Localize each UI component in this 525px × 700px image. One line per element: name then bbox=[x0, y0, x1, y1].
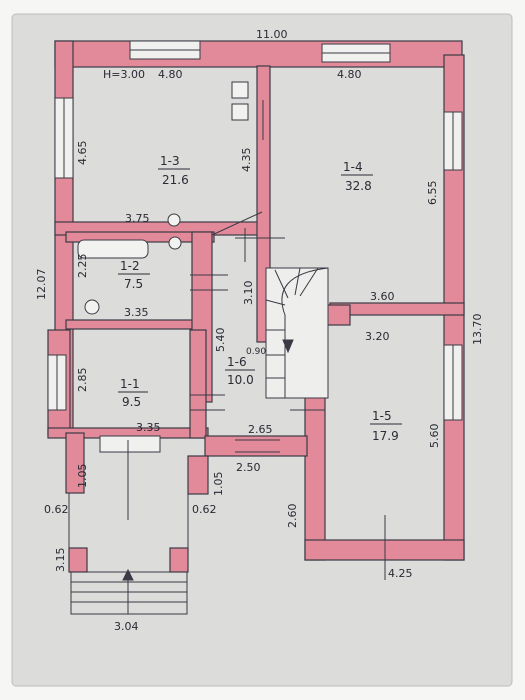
stair-tread-3 bbox=[294, 267, 301, 296]
dim-hall-bottom: 2.65 bbox=[248, 423, 273, 436]
dim-room-1-1-bottom: 3.35 bbox=[136, 421, 161, 434]
dim-overall-length-left: 12.07 bbox=[35, 269, 48, 301]
staircase bbox=[265, 267, 329, 399]
wall-porch-right bbox=[169, 547, 189, 573]
sink bbox=[168, 236, 182, 250]
dim-entry-bottom: 2.50 bbox=[236, 461, 261, 474]
room-labels: 1-3 21.6 1-4 32.8 1-2 7.5 1-6 10.0 1-1 9… bbox=[118, 154, 402, 443]
dim-overall-width: 11.00 bbox=[256, 28, 288, 41]
dim-left-room-side: 4.65 bbox=[76, 141, 89, 166]
room-id-1-1: 1-1 bbox=[120, 377, 140, 391]
toilet bbox=[84, 299, 100, 315]
dim-top-right-wall: 4.80 bbox=[337, 68, 362, 81]
diagonal-hall bbox=[211, 211, 263, 236]
room-id-1-3: 1-3 bbox=[160, 154, 180, 168]
wall-1-1-right bbox=[189, 329, 207, 439]
room-area-1-1: 9.5 bbox=[122, 395, 141, 409]
wall-entry-left bbox=[65, 432, 85, 494]
stair-arrow bbox=[282, 339, 294, 354]
dim-stair-side: 3.10 bbox=[242, 281, 255, 306]
dim-wall-offset-right: 0.62 bbox=[192, 503, 217, 516]
window-entry bbox=[99, 435, 161, 453]
room-id-1-5: 1-5 bbox=[372, 409, 392, 423]
dim-stair-gap: 0.90 bbox=[246, 347, 266, 357]
room-area-1-3: 21.6 bbox=[162, 173, 189, 187]
stair-tread-2 bbox=[274, 269, 289, 299]
bath-fixtures bbox=[77, 81, 249, 315]
dim-entry-side-right: 1.05 bbox=[212, 472, 225, 497]
room-area-1-6: 10.0 bbox=[227, 373, 254, 387]
room-area-1-4: 32.8 bbox=[345, 179, 372, 193]
dim-wall-offset-left: 0.62 bbox=[44, 503, 69, 516]
dim-bath-bottom: 3.35 bbox=[124, 306, 149, 319]
wall-top bbox=[54, 40, 463, 68]
porch-steps bbox=[70, 568, 188, 615]
wall-bath-bottom bbox=[65, 319, 197, 330]
dim-overall-length-right: 13.70 bbox=[471, 314, 484, 346]
dim-room-1-5-width: 4.25 bbox=[388, 567, 413, 580]
dim-porch-width: 3.04 bbox=[114, 620, 139, 633]
dim-hall-length: 5.40 bbox=[214, 328, 227, 353]
room-id-1-6: 1-6 bbox=[227, 355, 247, 369]
dim-room-1-3-bottom: 3.75 bbox=[125, 212, 150, 225]
paper-sheet bbox=[11, 13, 513, 687]
dim-room-1-5-lower-side: 2.60 bbox=[286, 504, 299, 529]
room-area-1-2: 7.5 bbox=[124, 277, 143, 291]
stair-curve bbox=[281, 267, 329, 398]
dim-room-1-4-bottom: 3.60 bbox=[370, 290, 395, 303]
dim-entry-side-left: 1.05 bbox=[76, 464, 89, 489]
dimension-labels: H=3.00 11.00 4.80 4.80 4.65 4.35 6.55 12… bbox=[35, 28, 484, 633]
room-id-1-4: 1-4 bbox=[343, 160, 363, 174]
wall-hall-bottom bbox=[204, 435, 308, 457]
room-id-1-2: 1-2 bbox=[120, 259, 140, 273]
stair-tread-1 bbox=[265, 299, 286, 306]
stair-tread-4 bbox=[299, 267, 319, 297]
marker-1-3 bbox=[167, 213, 181, 227]
opening-lines bbox=[56, 49, 454, 580]
bathtub bbox=[77, 239, 149, 259]
stair-outer bbox=[265, 267, 329, 399]
dim-room-1-5-side: 5.60 bbox=[428, 424, 441, 449]
dim-right-room-side: 6.55 bbox=[426, 181, 439, 206]
dim-room-1-1-side: 2.85 bbox=[76, 368, 89, 393]
radiator-icon bbox=[231, 103, 249, 121]
wall-entry-right bbox=[187, 455, 209, 495]
height-note: H=3.00 bbox=[103, 68, 145, 81]
dim-left-room-inner: 4.35 bbox=[240, 148, 253, 173]
porch-arrow-head bbox=[122, 568, 134, 581]
dim-top-left-wall: 4.80 bbox=[158, 68, 183, 81]
dim-room-1-5-top: 3.20 bbox=[365, 330, 390, 343]
room-area-1-5: 17.9 bbox=[372, 429, 399, 443]
wall-porch-left bbox=[68, 547, 88, 573]
dim-porch-side: 3.15 bbox=[54, 548, 67, 573]
dim-bath-side: 2.25 bbox=[76, 254, 89, 279]
stove-icon bbox=[231, 81, 249, 99]
